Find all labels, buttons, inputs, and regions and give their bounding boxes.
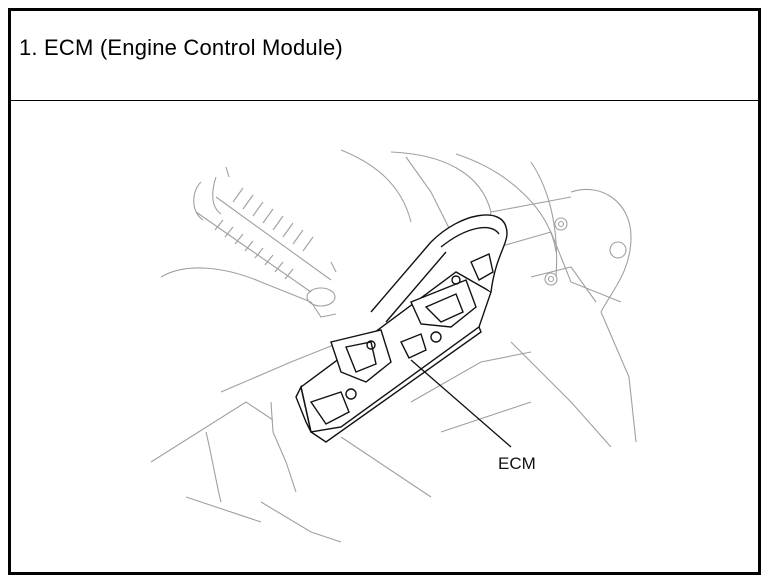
ecm-illustration: ECM xyxy=(11,102,758,572)
ecm-callout-label: ECM xyxy=(498,454,536,473)
ecm-line-drawing: ECM xyxy=(150,149,637,543)
diagram-frame: 1. ECM (Engine Control Module) xyxy=(8,8,761,575)
ecm-module xyxy=(295,214,512,448)
title-row: 1. ECM (Engine Control Module) xyxy=(11,11,758,101)
engine-bay-background xyxy=(150,149,637,543)
section-title: 1. ECM (Engine Control Module) xyxy=(19,35,343,60)
